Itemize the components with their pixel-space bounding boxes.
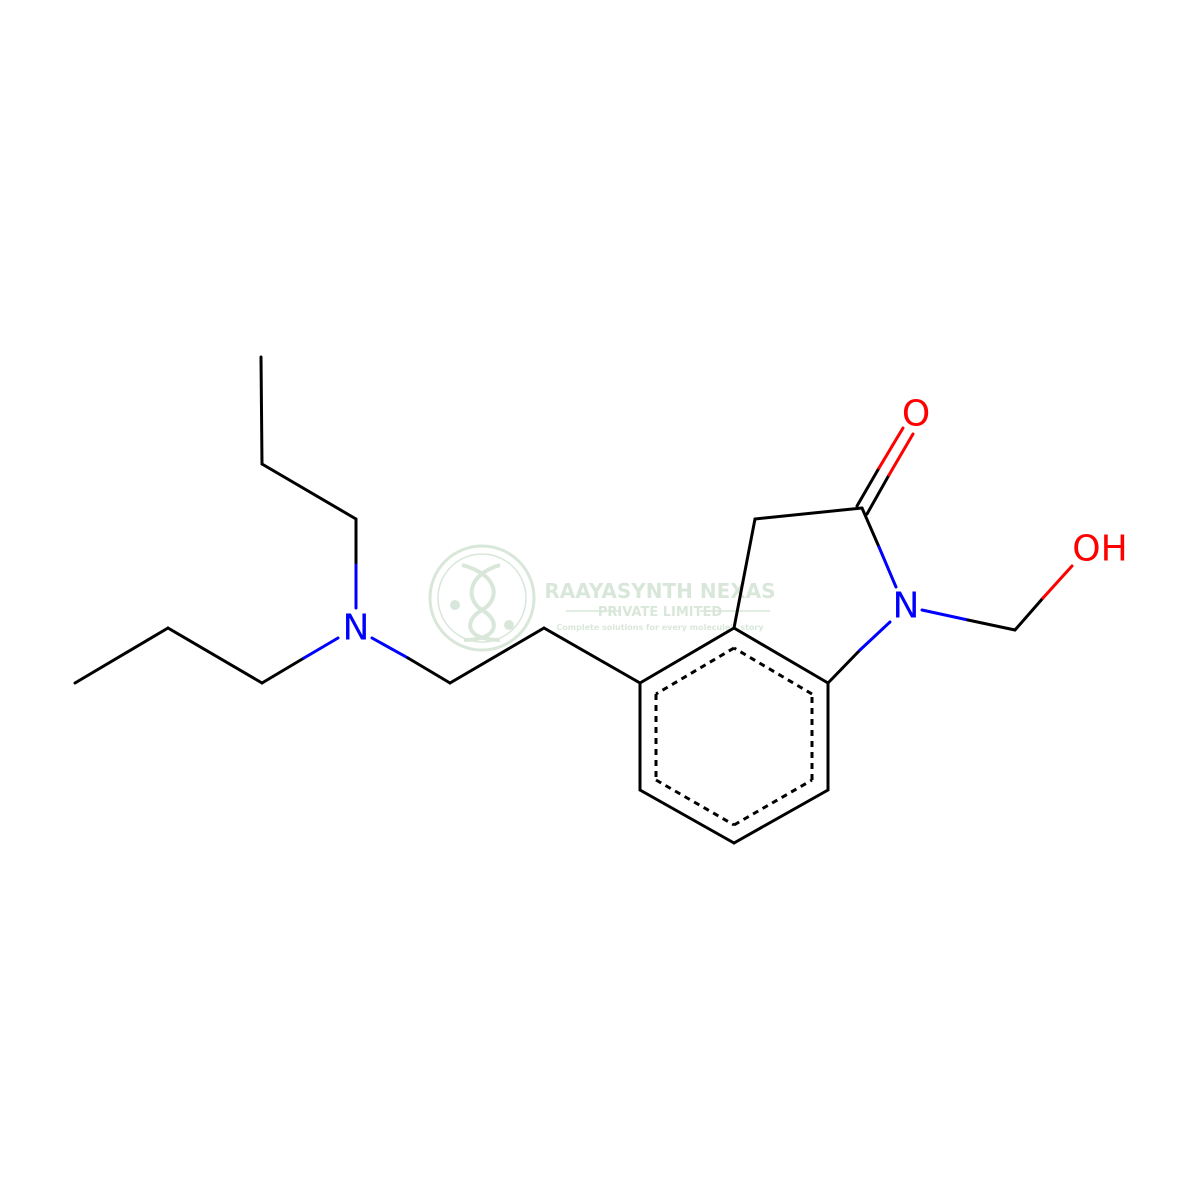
bond-carbonyl-b-black xyxy=(865,473,891,516)
bond-ring-c6-c7 xyxy=(732,788,830,845)
watermark-logo xyxy=(428,544,536,652)
atom-label-carbonyl-oxygen: O xyxy=(902,394,930,435)
bond-c2-n-blue xyxy=(877,545,898,589)
bond-propyl1-c3-c2 xyxy=(259,355,264,466)
bond-propyl2-c3-c2 xyxy=(73,626,170,685)
bond-c7a-n-blue xyxy=(858,620,892,652)
bond-c3-c2 xyxy=(753,506,864,521)
aromatic-dash-6 xyxy=(655,646,735,696)
bond-ring-c3a-c4 xyxy=(638,626,736,685)
bond-ethyl-c2-ring xyxy=(542,626,642,685)
bond-ring-c5-c6 xyxy=(638,788,736,845)
bond-n-ethyl-segment xyxy=(370,636,410,660)
watermark: RAAYASYNTH NEXAS PRIVATE LIMITED Complet… xyxy=(428,544,776,652)
bond-propyl2-n-segment xyxy=(302,636,340,660)
bond-propyl2-c2-c1 xyxy=(166,626,264,685)
bond-c2-n-segment xyxy=(860,506,881,549)
watermark-subtitle: PRIVATE LIMITED xyxy=(598,605,723,620)
bond-carbonyl-b-red xyxy=(887,432,915,477)
bond-ethyl-c1 xyxy=(406,656,452,685)
bond-propyl2-c1-n xyxy=(260,656,306,685)
atom-label-hydroxyl: OH xyxy=(1072,529,1127,570)
bond-propyl1-c2-c1 xyxy=(260,462,358,521)
aromatic-dash-3 xyxy=(733,778,813,827)
bond-c3a-c3 xyxy=(732,517,757,630)
watermark-company: RAAYASYNTH NEXAS xyxy=(544,579,775,603)
aromatic-dash-2 xyxy=(655,778,735,827)
bond-n-ch2-black xyxy=(966,618,1017,632)
bond-n-ch2-blue xyxy=(920,608,970,622)
bond-ring-c7a-c3a xyxy=(732,626,830,685)
bond-carbonyl-a-black xyxy=(855,466,881,508)
atom-label-amine-nitrogen: N xyxy=(343,608,370,649)
bond-ch2-o-red xyxy=(1041,564,1074,600)
bond-ch2-o-black xyxy=(1013,596,1045,632)
bond-carbonyl-a-red xyxy=(877,426,905,470)
bond-c7a-n-segment xyxy=(826,648,862,685)
aromatic-dash-5 xyxy=(733,646,813,696)
atom-label-lactam-nitrogen: N xyxy=(893,586,920,627)
bond-ethyl-c1-c2 xyxy=(448,626,546,685)
watermark-tagline: Complete solutions for every molecule's … xyxy=(556,623,764,632)
